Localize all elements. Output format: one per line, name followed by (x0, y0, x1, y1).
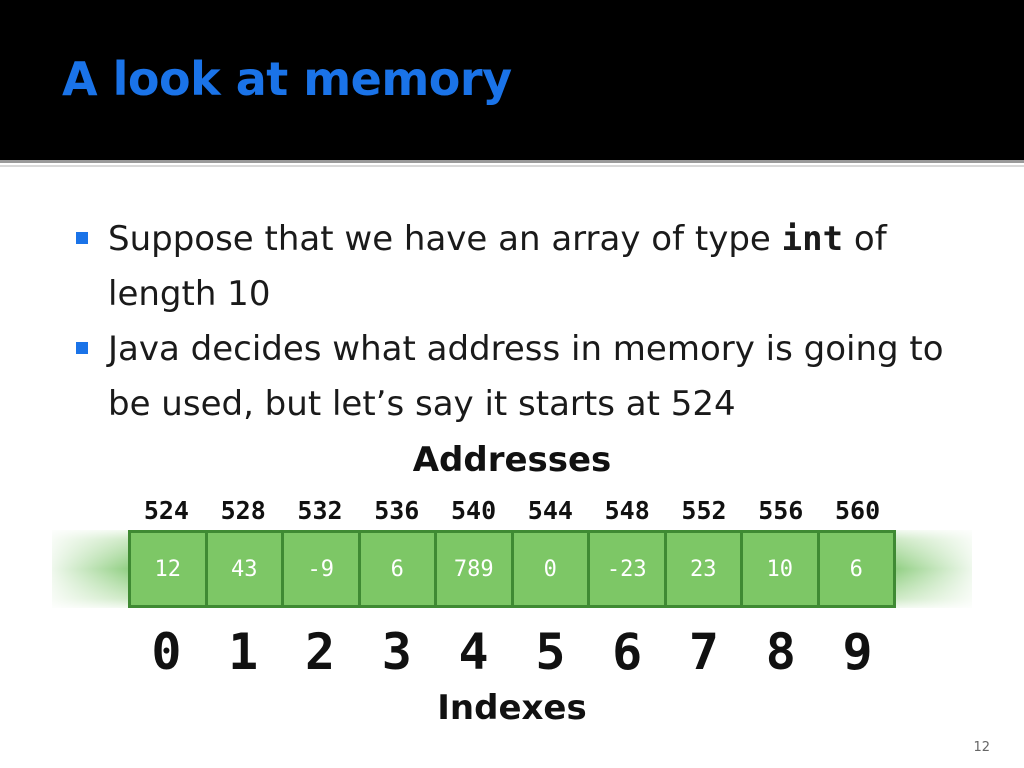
address-value: 556 (758, 496, 804, 525)
index-value: 9 (842, 623, 873, 681)
title-divider (0, 160, 1024, 163)
address-value: 540 (451, 496, 497, 525)
array-cell: 12 (131, 530, 208, 608)
index-value: 6 (612, 623, 643, 681)
addresses-label: Addresses (412, 440, 612, 480)
bullet-item-array-type: Suppose that we have an array of type in… (72, 212, 992, 322)
array-cell: -9 (284, 530, 361, 608)
title-bar: A look at memory (0, 0, 1024, 160)
array-cells: 12 43 -9 6 789 0 -23 23 10 6 (128, 530, 896, 608)
code-keyword-int: int (781, 219, 844, 259)
array-cell: 23 (666, 530, 743, 608)
array-cell: 789 (437, 530, 514, 608)
title-divider-secondary (0, 165, 1024, 167)
array-cell: 0 (513, 530, 590, 608)
address-value: 524 (143, 496, 189, 525)
slide-title: A look at memory (62, 52, 512, 106)
address-value: 548 (604, 496, 650, 525)
index-value: 3 (381, 623, 412, 681)
array-cell: 10 (743, 530, 820, 608)
index-value: 7 (688, 623, 720, 681)
bullet-text: Java decides what address in memory is g… (108, 329, 944, 424)
index-value: 8 (765, 623, 796, 681)
array-cell: 6 (819, 530, 896, 608)
bullet-square-icon (76, 342, 88, 354)
address-value: 552 (681, 496, 727, 525)
indexes-label: Indexes (437, 688, 587, 728)
bullet-list: Suppose that we have an array of type in… (72, 212, 992, 432)
index-value: 5 (535, 623, 566, 681)
array-cell: -23 (590, 530, 667, 608)
page-number: 12 (973, 740, 990, 755)
address-value: 536 (374, 496, 420, 525)
index-value: 2 (304, 623, 336, 681)
bullet-item-address: Java decides what address in memory is g… (72, 322, 992, 432)
memory-strip-fade-left (52, 530, 128, 608)
address-value: 528 (220, 496, 266, 525)
array-cell: 43 (207, 530, 284, 608)
index-value: 4 (458, 623, 489, 681)
address-value: 560 (834, 496, 881, 525)
address-row: 524 528 532 536 540 544 548 552 556 560 (128, 496, 896, 526)
index-row: 0 1 2 3 4 5 6 7 8 9 (128, 622, 896, 682)
bullet-text-part: of length 10 (108, 219, 887, 314)
address-value: 532 (297, 496, 343, 525)
array-cell: 6 (360, 530, 437, 608)
bullet-text-part: Suppose that we have an array of type (108, 219, 782, 259)
address-value: 544 (527, 496, 573, 525)
index-value: 0 (151, 623, 182, 681)
index-value: 1 (228, 623, 259, 681)
bullet-square-icon (76, 232, 88, 244)
memory-strip-fade-right (896, 530, 972, 608)
